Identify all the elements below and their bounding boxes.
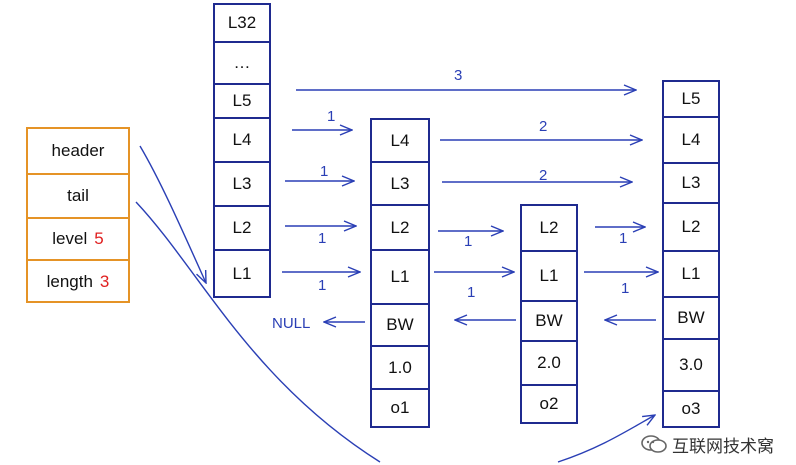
node-o1: L4 L3 L2 L1 BW 1.0 o1 [370,118,430,428]
node-cell: 1.0 [372,345,428,388]
level-value: 5 [94,229,104,248]
span-label: 1 [467,284,475,301]
node-cell: L2 [372,204,428,249]
arrow-header-pointer [139,145,206,283]
level-cell: … [215,41,269,83]
span-label: 1 [621,280,629,297]
level-field: level 5 [28,217,128,259]
node-cell: BW [522,300,576,340]
node-cell: BW [372,303,428,345]
node-cell: L1 [664,250,718,296]
node-cell: 2.0 [522,340,576,384]
span-label: 1 [464,233,472,250]
node-cell: o1 [372,388,428,428]
skiplist-struct: header tail level 5 length 3 [26,127,130,303]
length-label: length [46,272,93,291]
length-value: 3 [99,272,110,291]
header-label: header [51,141,105,160]
node-cell: L2 [664,202,718,250]
span-label: 1 [327,108,335,125]
node-cell: o3 [664,390,718,428]
span-label: 1 [318,230,326,247]
span-label: 2 [539,167,547,184]
span-label: 1 [320,163,328,180]
watermark-text: 互联网技术窝 [672,436,774,456]
node-cell: L1 [372,249,428,303]
level-cell: L4 [215,117,269,161]
node-o2: L2 L1 BW 2.0 o2 [520,204,578,424]
header-levels-column: L32 … L5 L4 L3 L2 L1 [213,3,271,298]
arrow-tail-pointer-end [557,415,655,463]
watermark: 互联网技术窝 [640,430,774,458]
tail-field: tail [28,173,128,217]
node-cell: o2 [522,384,576,424]
node-cell: 3.0 [664,338,718,390]
level-label: level [52,229,88,248]
level-cell: L3 [215,161,269,205]
length-field: length 3 [28,259,128,303]
node-cell: L3 [664,162,718,202]
node-cell: L4 [372,118,428,161]
arrow-tail-pointer [135,201,381,463]
span-label: 1 [318,277,326,294]
level-cell: L5 [215,83,269,117]
node-o3: L5 L4 L3 L2 L1 BW 3.0 o3 [662,80,720,428]
null-label: NULL [272,315,310,332]
node-cell: L4 [664,116,718,162]
node-cell: BW [664,296,718,338]
node-cell: L5 [664,80,718,116]
level-cell: L1 [215,249,269,298]
node-cell: L3 [372,161,428,204]
node-cell: L1 [522,250,576,300]
level-cell: L32 [215,3,269,41]
header-field: header [28,129,128,173]
span-label: 2 [539,118,547,135]
span-label: 3 [454,67,462,84]
node-cell: L2 [522,204,576,250]
span-label: 1 [619,230,627,247]
level-cell: L2 [215,205,269,249]
tail-label: tail [67,186,89,205]
wechat-icon [641,435,667,453]
